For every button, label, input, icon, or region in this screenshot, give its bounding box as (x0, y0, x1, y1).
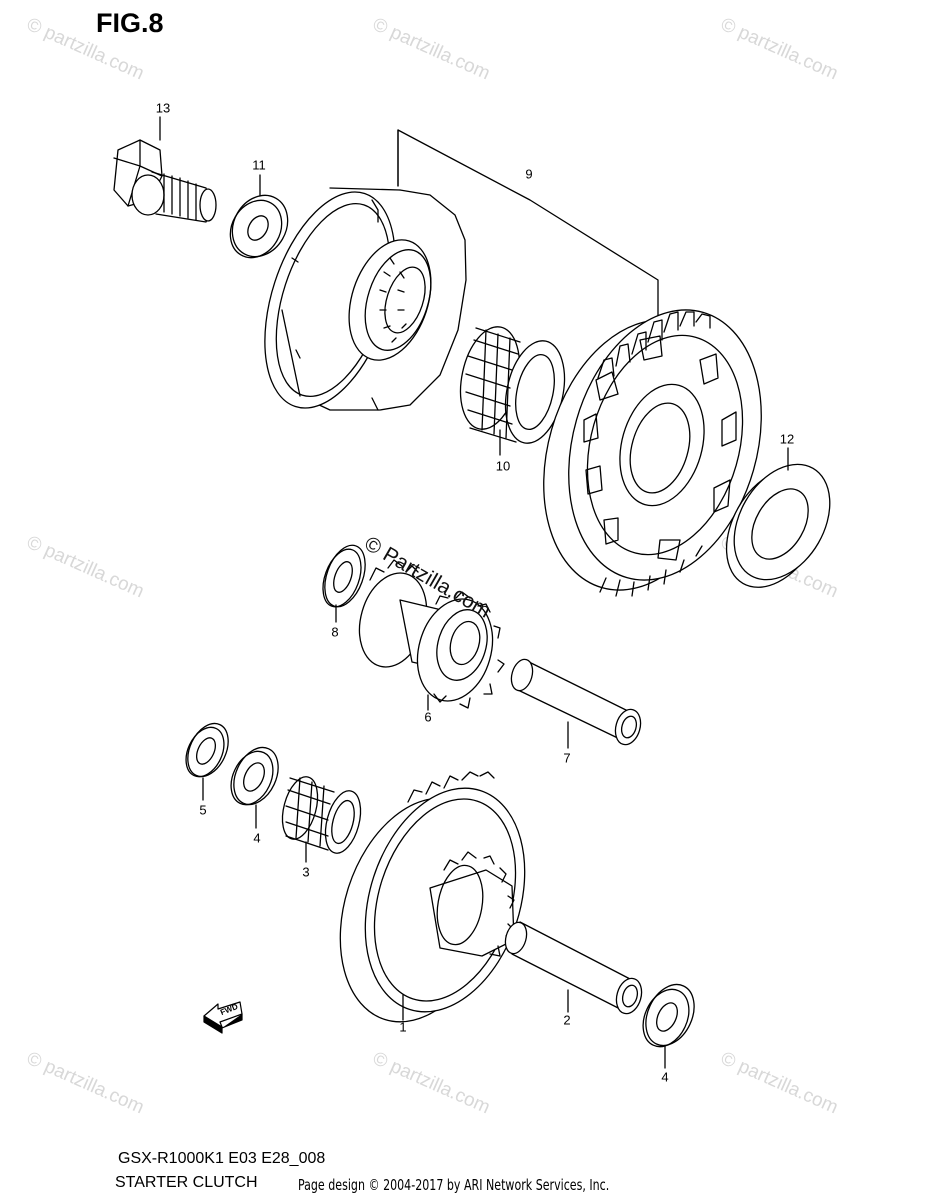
callout-3: 3 (302, 864, 310, 880)
callout-4-upper: 4 (253, 830, 261, 846)
callout-10: 10 (495, 458, 511, 474)
part-5-washer (185, 722, 229, 801)
callout-5: 5 (199, 802, 207, 818)
callout-13: 13 (155, 100, 171, 116)
part-13-bolt (113, 116, 217, 223)
part-8-washer (322, 544, 366, 623)
callout-11: 11 (252, 157, 266, 173)
fwd-arrow-icon (203, 1001, 243, 1034)
part-9-clutch-housing (264, 129, 659, 411)
callout-6: 6 (424, 709, 432, 725)
model-code: GSX-R1000K1 E03 E28_008 (118, 1150, 326, 1167)
part-2-shaft (504, 921, 643, 1015)
callout-12: 12 (779, 431, 795, 447)
part-11-washer (229, 174, 289, 259)
part-4-washer-lower (642, 983, 695, 1069)
callout-4-lower: 4 (661, 1069, 669, 1085)
part-9-driven-gear (543, 309, 762, 597)
callout-9: 9 (525, 166, 533, 182)
part-7-shaft (510, 658, 642, 749)
part-12-washer (725, 447, 831, 588)
part-6-idle-gear (358, 559, 505, 711)
part-1-starter-idle-gear (339, 771, 526, 1023)
part-4-washer-upper (230, 746, 279, 829)
page-credit: Page design © 2004-2017 by ARI Network S… (298, 1176, 610, 1194)
figure-label: FIG.8 (96, 8, 164, 38)
callout-8: 8 (331, 624, 339, 640)
diagram-title: STARTER CLUTCH (115, 1174, 258, 1191)
callout-7: 7 (563, 750, 571, 766)
part-10-needle-bearing (459, 326, 566, 456)
part-3-needle-bearing (281, 776, 362, 863)
callout-2: 2 (563, 1012, 571, 1028)
callout-1: 1 (399, 1019, 407, 1035)
